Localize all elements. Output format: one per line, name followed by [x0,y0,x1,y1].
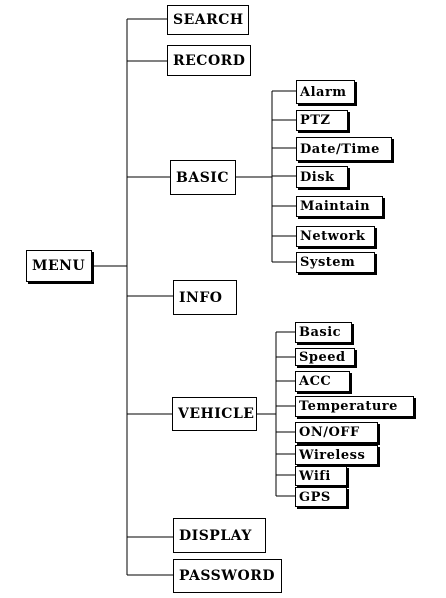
basic-system-node[interactable]: System [296,252,375,273]
basic-datetime-label: Date/Time [300,141,380,157]
record-node-label: RECORD [173,52,246,69]
basic-node[interactable]: BASIC [170,160,236,195]
basic-maintain-label: Maintain [300,199,371,214]
basic-alarm-node[interactable]: Alarm [296,80,355,104]
basic-network-node[interactable]: Network [296,226,375,247]
vehicle-wireless-label: Wireless [299,447,366,463]
record-node[interactable]: RECORD [167,45,251,76]
password-node-label: PASSWORD [179,568,275,584]
basic-ptz-node[interactable]: PTZ [296,110,348,131]
basic-ptz-label: PTZ [300,113,331,128]
display-node[interactable]: DISPLAY [173,518,266,553]
menu-node-label: MENU [32,258,86,274]
vehicle-acc-label: ACC [299,374,332,389]
basic-datetime-node[interactable]: Date/Time [296,137,392,161]
vehicle-gps-node[interactable]: GPS [295,487,347,507]
vehicle-temperature-label: Temperature [299,399,398,414]
basic-network-label: Network [300,229,366,244]
vehicle-node[interactable]: VEHICLE [172,397,257,431]
info-node[interactable]: INFO [173,280,237,315]
password-node[interactable]: PASSWORD [173,559,282,593]
vehicle-gps-label: GPS [299,489,331,505]
vehicle-onoff-node[interactable]: ON/OFF [295,422,378,443]
basic-maintain-node[interactable]: Maintain [296,196,383,217]
vehicle-basic-node[interactable]: Basic [295,322,352,343]
basic-node-label: BASIC [176,169,229,186]
basic-system-label: System [300,255,356,270]
search-node[interactable]: SEARCH [167,5,249,35]
vehicle-wireless-node[interactable]: Wireless [295,445,378,465]
vehicle-onoff-label: ON/OFF [299,425,360,440]
vehicle-temperature-node[interactable]: Temperature [295,396,414,417]
basic-alarm-label: Alarm [300,84,347,100]
vehicle-acc-node[interactable]: ACC [295,371,350,392]
info-node-label: INFO [179,289,223,306]
menu-node[interactable]: MENU [26,250,92,282]
vehicle-wifi-label: Wifi [299,468,331,484]
vehicle-speed-node[interactable]: Speed [295,348,355,366]
vehicle-node-label: VEHICLE [178,406,255,422]
vehicle-basic-label: Basic [299,325,342,340]
vehicle-speed-label: Speed [299,349,346,365]
search-node-label: SEARCH [173,12,244,28]
vehicle-wifi-node[interactable]: Wifi [295,466,347,486]
basic-disk-node[interactable]: Disk [296,166,348,188]
basic-disk-label: Disk [300,169,335,185]
display-node-label: DISPLAY [179,527,252,544]
